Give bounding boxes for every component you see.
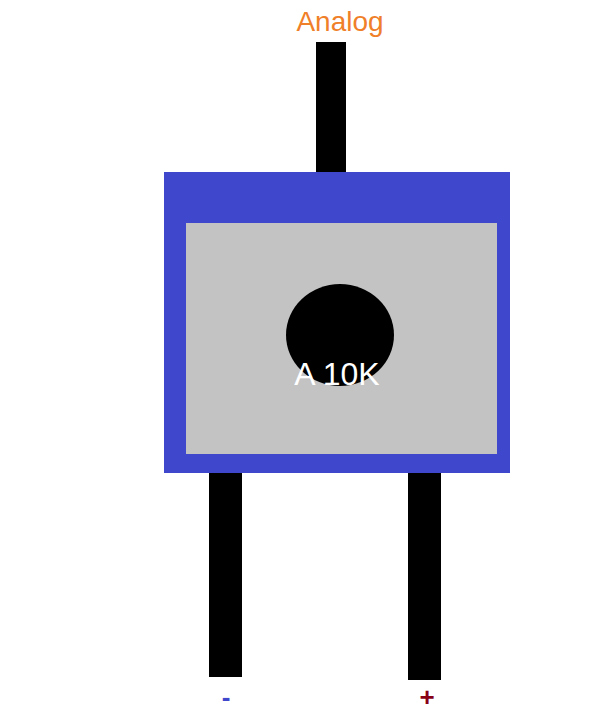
wiper-pin xyxy=(316,42,346,174)
value-label: A 10K xyxy=(294,357,379,392)
pin-label: - xyxy=(222,683,231,712)
potentiometer-face xyxy=(164,172,510,473)
positive-pin xyxy=(408,471,441,680)
signal-label: Analog xyxy=(296,7,383,38)
knob-plate xyxy=(186,223,497,454)
negative-pin xyxy=(209,471,242,677)
potentiometer-body: A 10K xyxy=(164,172,510,473)
pin-label: + xyxy=(419,683,434,712)
